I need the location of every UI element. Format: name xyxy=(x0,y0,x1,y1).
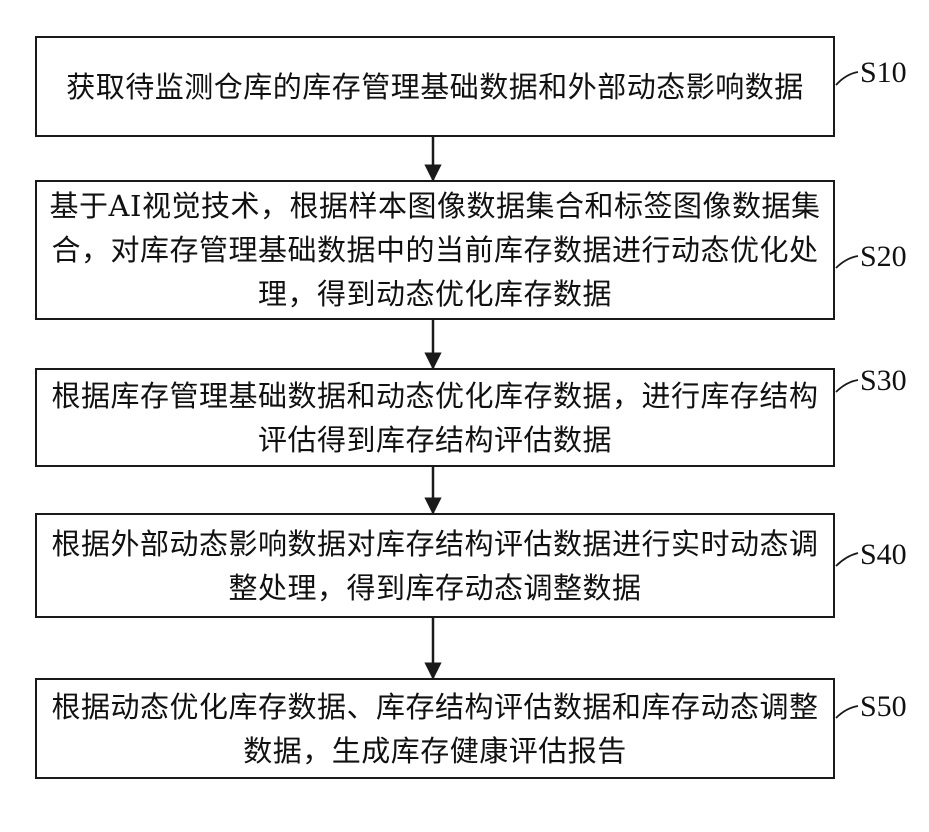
step-label-s40: S40 xyxy=(860,540,907,570)
step-box-s40: 根据外部动态影响数据对库存结构评估数据进行实时动态调整处理，得到库存动态调整数据 xyxy=(35,513,835,618)
step-text-s50: 根据动态优化库存数据、库存结构评估数据和库存动态调整数据，生成库存健康评估报告 xyxy=(45,685,825,773)
step-text-s40: 根据外部动态影响数据对库存结构评估数据进行实时动态调整处理，得到库存动态调整数据 xyxy=(45,522,825,610)
step-text-s30: 根据库存管理基础数据和动态优化库存数据，进行库存结构评估得到库存结构评估数据 xyxy=(45,374,825,462)
step-label-s20: S20 xyxy=(860,242,907,272)
step-label-s30: S30 xyxy=(860,366,907,396)
step-box-s50: 根据动态优化库存数据、库存结构评估数据和库存动态调整数据，生成库存健康评估报告 xyxy=(35,678,835,779)
step-box-s20: 基于AI视觉技术，根据样本图像数据集合和标签图像数据集合，对库存管理基础数据中的… xyxy=(35,180,835,320)
step-box-s30: 根据库存管理基础数据和动态优化库存数据，进行库存结构评估得到库存结构评估数据 xyxy=(35,368,835,467)
leader-s10 xyxy=(836,72,858,85)
step-label-s50: S50 xyxy=(860,692,907,722)
step-box-s10: 获取待监测仓库的库存管理基础数据和外部动态影响数据 xyxy=(35,36,835,137)
leader-s20 xyxy=(836,256,858,268)
step-text-s20: 基于AI视觉技术，根据样本图像数据集合和标签图像数据集合，对库存管理基础数据中的… xyxy=(45,184,825,316)
leader-s40 xyxy=(836,553,858,566)
step-label-s10: S10 xyxy=(860,58,907,88)
leader-s50 xyxy=(836,706,858,718)
leader-s30 xyxy=(836,380,858,392)
step-text-s10: 获取待监测仓库的库存管理基础数据和外部动态影响数据 xyxy=(45,65,825,109)
